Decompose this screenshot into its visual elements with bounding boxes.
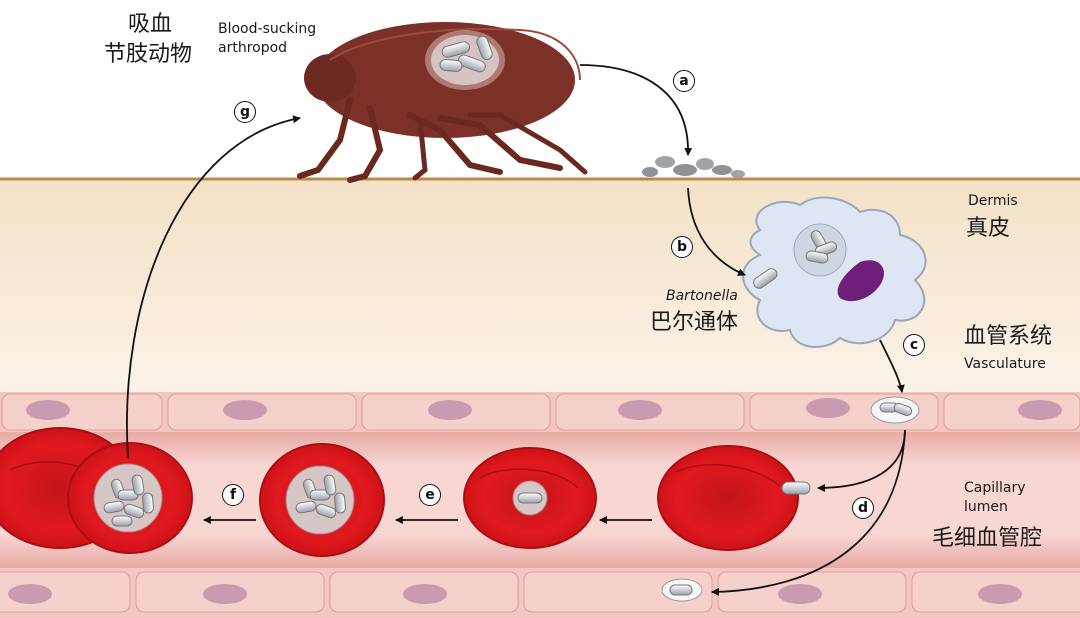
- arrow-g: [126, 115, 301, 459]
- arrow-b: [687, 187, 746, 276]
- step-d-marker: d: [852, 497, 874, 519]
- step-b-marker: b: [671, 236, 693, 258]
- label-arthropod-en-2: arthropod: [218, 40, 288, 56]
- lower-endothelium: [0, 568, 1080, 618]
- label-dermis-zh: 真皮: [966, 216, 1011, 241]
- endothelial-nucleus: [8, 584, 52, 604]
- vacuole-endothelium: [870, 396, 920, 424]
- endothelial-nucleus: [203, 584, 247, 604]
- arrow-a: [579, 64, 693, 156]
- rbc-attachment: [657, 445, 811, 551]
- label-vasculature-en: Vasculature: [964, 356, 1046, 372]
- label-bartonella-en: Bartonella: [666, 288, 738, 304]
- endothelial-nucleus: [1018, 400, 1062, 420]
- flea-feces: [642, 156, 745, 178]
- step-e-marker: e: [419, 484, 441, 506]
- label-bartonella-zh: 巴尔通体: [650, 310, 739, 335]
- arrow-c: [879, 339, 905, 393]
- step-f-marker: f: [222, 484, 244, 506]
- endothelial-nucleus: [806, 398, 850, 418]
- endothelial-nucleus: [223, 400, 267, 420]
- arrow-d-lower: [711, 429, 906, 596]
- step-g-marker: g: [234, 101, 256, 123]
- arrows: [126, 64, 906, 596]
- rbc-infected-single: [463, 447, 597, 549]
- step-a-marker: a: [673, 70, 695, 92]
- endothelial-nucleus: [428, 400, 472, 420]
- label-lumen-en-1: Capillary: [964, 480, 1026, 496]
- vacuole-lower-endothelium: [661, 578, 703, 602]
- macrophage-cell: [742, 196, 927, 349]
- label-arthropod-zh-1: 吸血: [128, 12, 173, 37]
- label-arthropod-en-1: Blood-sucking: [218, 21, 317, 37]
- label-vasculature-zh: 血管系统: [964, 324, 1053, 349]
- upper-endothelium: [0, 392, 1080, 432]
- endothelial-nucleus: [618, 400, 662, 420]
- flea-gut-bacteria: [439, 35, 493, 73]
- label-lumen-zh: 毛细血管腔: [932, 526, 1043, 551]
- step-c-marker: c: [903, 334, 925, 356]
- endothelial-nucleus: [26, 400, 70, 420]
- bacteria-cluster-2: [295, 474, 346, 519]
- endothelial-nucleus: [403, 584, 447, 604]
- endothelial-nucleus: [778, 584, 822, 604]
- endothelial-nucleus: [978, 584, 1022, 604]
- bacteria-cluster-1: [103, 474, 154, 527]
- flea-illustration: [297, 22, 588, 183]
- label-lumen-en-2: lumen: [964, 499, 1008, 515]
- label-arthropod-zh-2: 节肢动物: [104, 42, 193, 67]
- label-dermis-en: Dermis: [968, 193, 1018, 209]
